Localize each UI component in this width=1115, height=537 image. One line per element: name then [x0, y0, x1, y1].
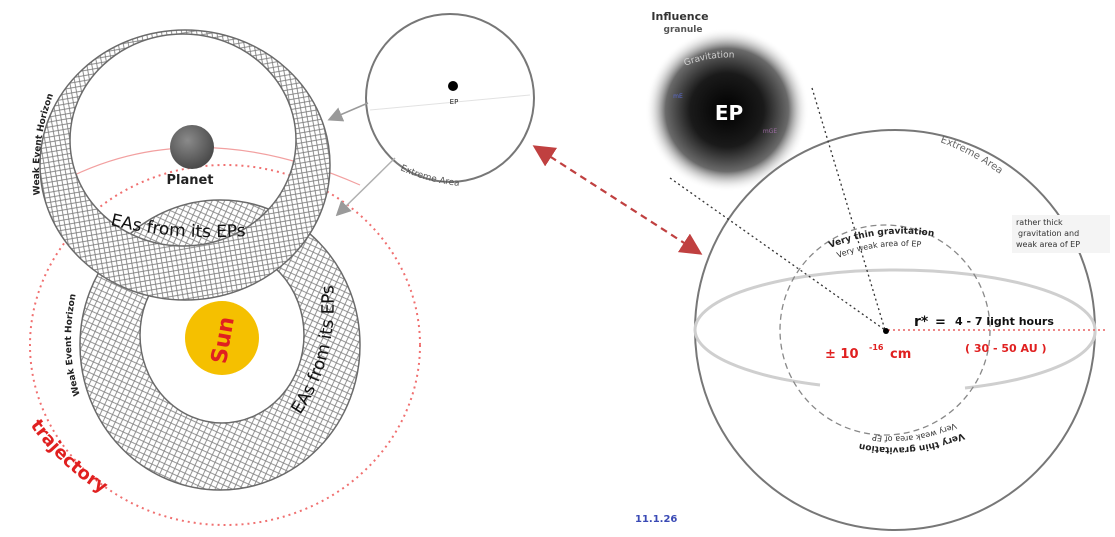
influence-title-line1: Influence: [651, 10, 708, 23]
equator-ellipse-front-right: [964, 329, 1097, 390]
arrow-to-planet-ring: [327, 102, 369, 122]
equator-ellipse-front-left: [693, 329, 821, 387]
small-extreme-area-circle: [365, 13, 535, 183]
planet-label: Planet: [166, 173, 213, 188]
granule-ep-label: EP: [715, 101, 743, 125]
sun-disc: [185, 301, 259, 375]
side-note-line3: weak area of EP: [1016, 240, 1080, 249]
granule-small-left-label: mE: [673, 93, 683, 100]
planet-disc: [170, 125, 214, 169]
trajectory-orbit: [29, 164, 421, 526]
au-value: ( 30 - 50 AU ): [965, 342, 1047, 355]
center-ep-point: [883, 328, 889, 334]
trajectory-label: trajectory: [26, 416, 111, 498]
size-exponent: -16: [869, 343, 884, 352]
influence-title-line2: granule: [664, 25, 703, 35]
granule-projection-line-1: [669, 177, 886, 331]
small-ep-label: EP: [450, 98, 459, 106]
granule-small-right-label: mGE: [763, 128, 777, 135]
size-prefix: ± 10: [825, 347, 859, 362]
equator-ellipse: [693, 268, 1097, 331]
side-note-background: [1012, 215, 1110, 253]
planet-ring: [39, 29, 331, 301]
radius-value: 4 - 7 light hours: [955, 315, 1054, 328]
size-unit: cm: [890, 347, 911, 362]
side-note-line2: gravitation and: [1018, 229, 1079, 238]
radius-equals: =: [935, 315, 946, 330]
arrow-to-sun-ring: [335, 157, 396, 217]
granule-projection-line-2: [811, 87, 886, 331]
red-double-arrow: [532, 145, 703, 255]
radius-symbol: r*: [914, 314, 929, 330]
small-circle-faint-line: [369, 94, 531, 111]
side-note-line1: rather thick: [1016, 218, 1063, 227]
influence-granule-blob: [645, 28, 809, 192]
small-ep-dot: [448, 81, 458, 91]
date-stamp: 11.1.26: [635, 514, 677, 525]
